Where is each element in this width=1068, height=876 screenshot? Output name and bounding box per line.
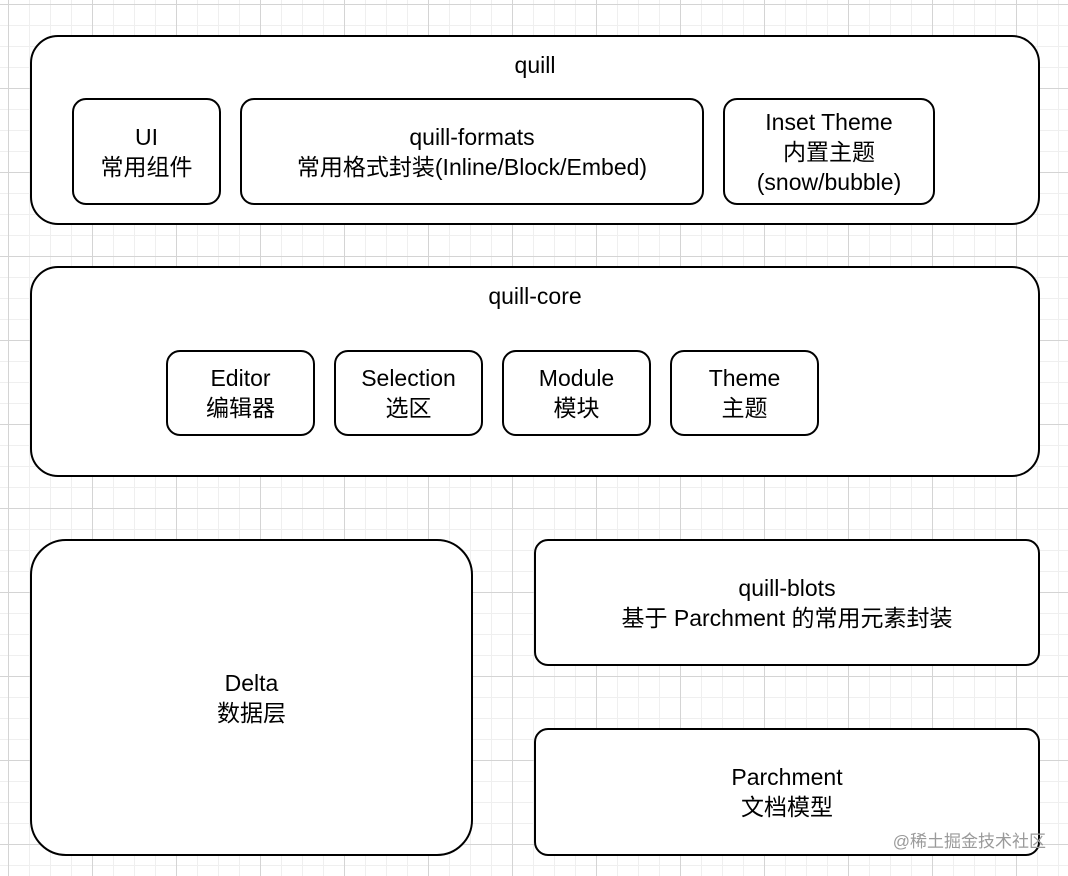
delta-label: Delta — [224, 669, 279, 696]
quill-blots-label: quill-blots — [738, 574, 836, 601]
quill-formats-desc: 常用格式封装(Inline/Block/Embed) — [296, 153, 648, 180]
quill-title: quill — [514, 52, 556, 78]
ui-components-box: UI 常用组件 — [72, 98, 221, 205]
editor-box: Editor 编辑器 — [166, 350, 315, 436]
theme-label: Theme — [708, 365, 781, 391]
inset-theme-variants: (snow/bubble) — [756, 168, 902, 195]
selection-label: Selection — [361, 365, 456, 391]
quill-formats-label: quill-formats — [409, 123, 535, 150]
quill-blots-desc: 基于 Parchment 的常用元素封装 — [621, 604, 953, 631]
selection-desc: 选区 — [385, 395, 432, 421]
parchment-label: Parchment — [731, 764, 843, 790]
ui-label: UI — [135, 123, 158, 150]
quill-blots-box: quill-blots 基于 Parchment 的常用元素封装 — [534, 539, 1040, 666]
inset-theme-box: Inset Theme 内置主题 (snow/bubble) — [723, 98, 935, 205]
quill-core-title: quill-core — [488, 283, 582, 309]
ui-desc: 常用组件 — [100, 153, 193, 180]
theme-desc: 主题 — [721, 395, 768, 421]
parchment-desc: 文档模型 — [741, 794, 833, 820]
inset-theme-desc: 内置主题 — [783, 138, 875, 165]
quill-formats-box: quill-formats 常用格式封装(Inline/Block/Embed) — [240, 98, 704, 205]
parchment-box: Parchment 文档模型 — [534, 728, 1040, 856]
inset-theme-label: Inset Theme — [765, 108, 893, 135]
delta-desc: 数据层 — [217, 699, 286, 726]
editor-label: Editor — [210, 365, 271, 391]
module-label: Module — [538, 365, 615, 391]
watermark-text: @稀土掘金技术社区 — [892, 832, 1046, 851]
module-box: Module 模块 — [502, 350, 651, 436]
selection-box: Selection 选区 — [334, 350, 483, 436]
theme-box: Theme 主题 — [670, 350, 819, 436]
delta-box: Delta 数据层 — [30, 539, 473, 856]
editor-desc: 编辑器 — [206, 395, 275, 421]
module-desc: 模块 — [553, 395, 600, 421]
